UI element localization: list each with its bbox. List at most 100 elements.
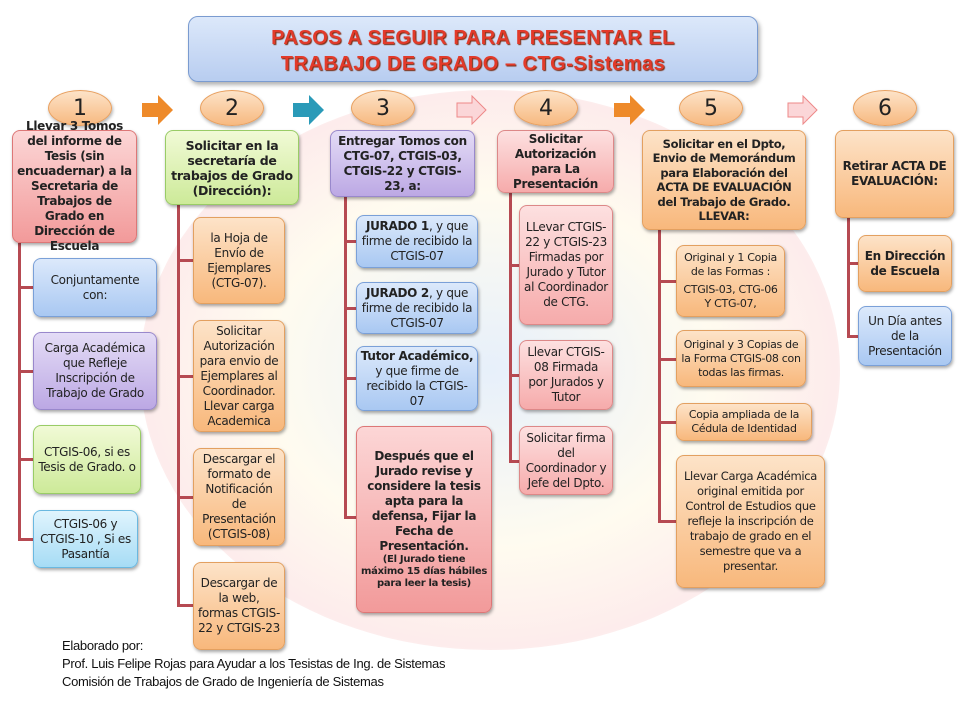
item-text: JURADO 2, y que firme de recibido la CTG… [360, 286, 474, 331]
step-3-header-text: Entregar Tomos con CTG-07, CTGIS-03, CTG… [338, 133, 467, 193]
step-4-item: Llevar CTGIS-08 Firmada por Jurados y Tu… [519, 340, 613, 410]
step-3-header: Entregar Tomos con CTG-07, CTGIS-03, CTG… [330, 130, 475, 197]
page-title: PASOS A SEGUIR PARA PRESENTAR EL TRABAJO… [188, 16, 758, 82]
arrow-right-icon [142, 95, 173, 125]
step-5-item: Original y 3 Copias de la Forma CTGIS-08… [676, 330, 806, 387]
connector-line [344, 240, 357, 243]
step-4-header: Solicitar Autorización para La Presentac… [497, 130, 614, 193]
step-1-item: CTGIS-06, si es Tesis de Grado. o [33, 425, 141, 494]
step-3-item: JURADO 1, y que firme de recibido la CTG… [356, 215, 478, 268]
step-5-item: Copia ampliada de la Cédula de Identidad [676, 403, 812, 441]
item-rest: , y que firme de recibido la CTGIS-07 [361, 219, 473, 263]
step-number-1: 1 [48, 90, 112, 126]
connector-line [847, 218, 850, 338]
step-2-item: la Hoja de Envío de Ejemplares (CTG-07). [193, 217, 285, 304]
connector-line [177, 604, 194, 607]
connector-line [847, 335, 859, 338]
arrow-right-icon [614, 95, 645, 125]
connector-line [344, 377, 357, 380]
item-text: Un Día antes de la Presentación [868, 313, 942, 358]
step-3-item: JURADO 2, y que firme de recibido la CTG… [356, 282, 478, 334]
connector-line [344, 307, 357, 310]
connector-line [18, 370, 34, 373]
connector-line [509, 460, 520, 463]
item-text: Original y 1 Copia de las Formas : [684, 251, 777, 278]
item-rest: y que firme de recibido la CTGIS-07 [366, 363, 468, 408]
credits-line: Prof. Luis Felipe Rojas para Ayudar a lo… [62, 656, 446, 671]
connector-line [658, 520, 677, 523]
connector-line [509, 193, 512, 463]
step-5-header-text: Solicitar en el Dpto, Envio de Memorándu… [652, 136, 796, 224]
step-6-item: Un Día antes de la Presentación [858, 306, 952, 366]
connector-line [18, 458, 34, 461]
step-number-2: 2 [200, 90, 264, 126]
step-number-6: 6 [853, 90, 917, 126]
item-text: Llevar Carga Académica original emitida … [683, 469, 818, 573]
connector-line [344, 516, 357, 519]
item-text: En Dirección de Escuela [864, 248, 946, 278]
item-note: (El Jurado tiene máximo 15 días hábiles … [361, 554, 487, 589]
step-2-header: Solicitar en la secretaría de trabajos d… [165, 130, 299, 205]
connector-line [658, 230, 661, 523]
step-1-header-text: Llevar 3 Tomos del informe de Tesis (sin… [17, 119, 132, 253]
item-text: Solicitar firma del Coordinador y Jefe d… [525, 430, 607, 490]
arrow-right-icon [456, 94, 487, 126]
step-1-item: Carga Académica que Refleje Inscripción … [33, 332, 157, 410]
item-text: CTGIS-06, si es Tesis de Grado. o [38, 444, 136, 474]
connector-line [177, 259, 194, 262]
credits-line: Comisión de Trabajos de Grado de Ingenie… [62, 674, 384, 689]
item-text: CTGIS-06 y CTGIS-10 , Si es Pasantía [40, 516, 131, 561]
connector-line [847, 262, 859, 265]
step-5-header: Solicitar en el Dpto, Envio de Memorándu… [642, 130, 806, 230]
item-text: Copia ampliada de la Cédula de Identidad [688, 408, 800, 435]
connector-line [177, 496, 194, 499]
step-5-item: Llevar Carga Académica original emitida … [676, 455, 825, 588]
item-text: Conjuntamente con: [50, 272, 140, 302]
item-text: Descargar el formato de Notificación de … [202, 452, 276, 541]
step-4-item: Solicitar firma del Coordinador y Jefe d… [519, 426, 613, 495]
step-4-header-text: Solicitar Autorización para La Presentac… [513, 131, 598, 191]
item-text: CTGIS-03, CTG-06 Y CTG-07, [683, 283, 778, 310]
step-2-header-text: Solicitar en la secretaría de trabajos d… [171, 137, 293, 198]
item-text: Original y 3 Copias de la Forma CTGIS-08… [681, 337, 801, 379]
arrow-right-icon [787, 94, 818, 126]
item-text: Tutor Académico, y que firme de recibido… [360, 349, 474, 409]
item-text: Llevar CTGIS-08 Firmada por Jurados y Tu… [527, 345, 605, 404]
step-number-5: 5 [679, 90, 743, 126]
connector-line [18, 538, 34, 541]
step-3-item: Después que el Jurado revise y considere… [356, 426, 492, 613]
step-6-header-text: Retirar ACTA DE EVALUACIÓN: [842, 159, 947, 188]
connector-line [18, 243, 21, 541]
connector-line [658, 280, 677, 283]
step-number-4: 4 [514, 90, 578, 126]
connector-line [658, 358, 677, 361]
arrow-right-icon [293, 95, 324, 125]
item-text: Descargar de la web, formas CTGIS-22 y C… [198, 576, 280, 635]
item-bold: JURADO 2 [365, 285, 429, 300]
step-1-item: Conjuntamente con: [33, 258, 157, 317]
title-line-1: PASOS A SEGUIR PARA PRESENTAR EL [271, 27, 675, 49]
connector-line [177, 375, 194, 378]
item-text: LLevar CTGIS-22 y CTGIS-23 Firmadas por … [524, 220, 608, 309]
item-bold: Después que el Jurado revise y considere… [367, 449, 481, 553]
connector-line [177, 205, 180, 607]
step-6-header: Retirar ACTA DE EVALUACIÓN: [835, 130, 954, 218]
step-4-item: LLevar CTGIS-22 y CTGIS-23 Firmadas por … [519, 205, 613, 325]
item-bold: JURADO 1 [365, 219, 429, 233]
item-text: JURADO 1, y que firme de recibido la CTG… [360, 219, 474, 264]
connector-line [509, 374, 520, 377]
step-number-3: 3 [351, 90, 415, 126]
title-line-2: TRABAJO DE GRADO – CTG-Sistemas [280, 53, 666, 75]
item-rest: , y que firme de recibido la CTGIS-07 [361, 285, 473, 330]
step-2-item: Solicitar Autorización para envio de Eje… [193, 320, 285, 432]
connector-line [509, 264, 520, 267]
step-1-header: Llevar 3 Tomos del informe de Tesis (sin… [12, 119, 137, 253]
item-text: la Hoja de Envío de Ejemplares (CTG-07). [207, 230, 271, 290]
step-2-item: Descargar de la web, formas CTGIS-22 y C… [193, 562, 285, 650]
credits-line: Elaborado por: [62, 638, 144, 653]
step-5-item: Original y 1 Copia de las Formas : CTGIS-… [676, 245, 785, 317]
step-1-item: CTGIS-06 y CTGIS-10 , Si es Pasantía [33, 510, 138, 568]
connector-line [344, 197, 347, 519]
credits: Elaborado por: Prof. Luis Felipe Rojas p… [62, 637, 445, 691]
connector-line [18, 286, 34, 289]
